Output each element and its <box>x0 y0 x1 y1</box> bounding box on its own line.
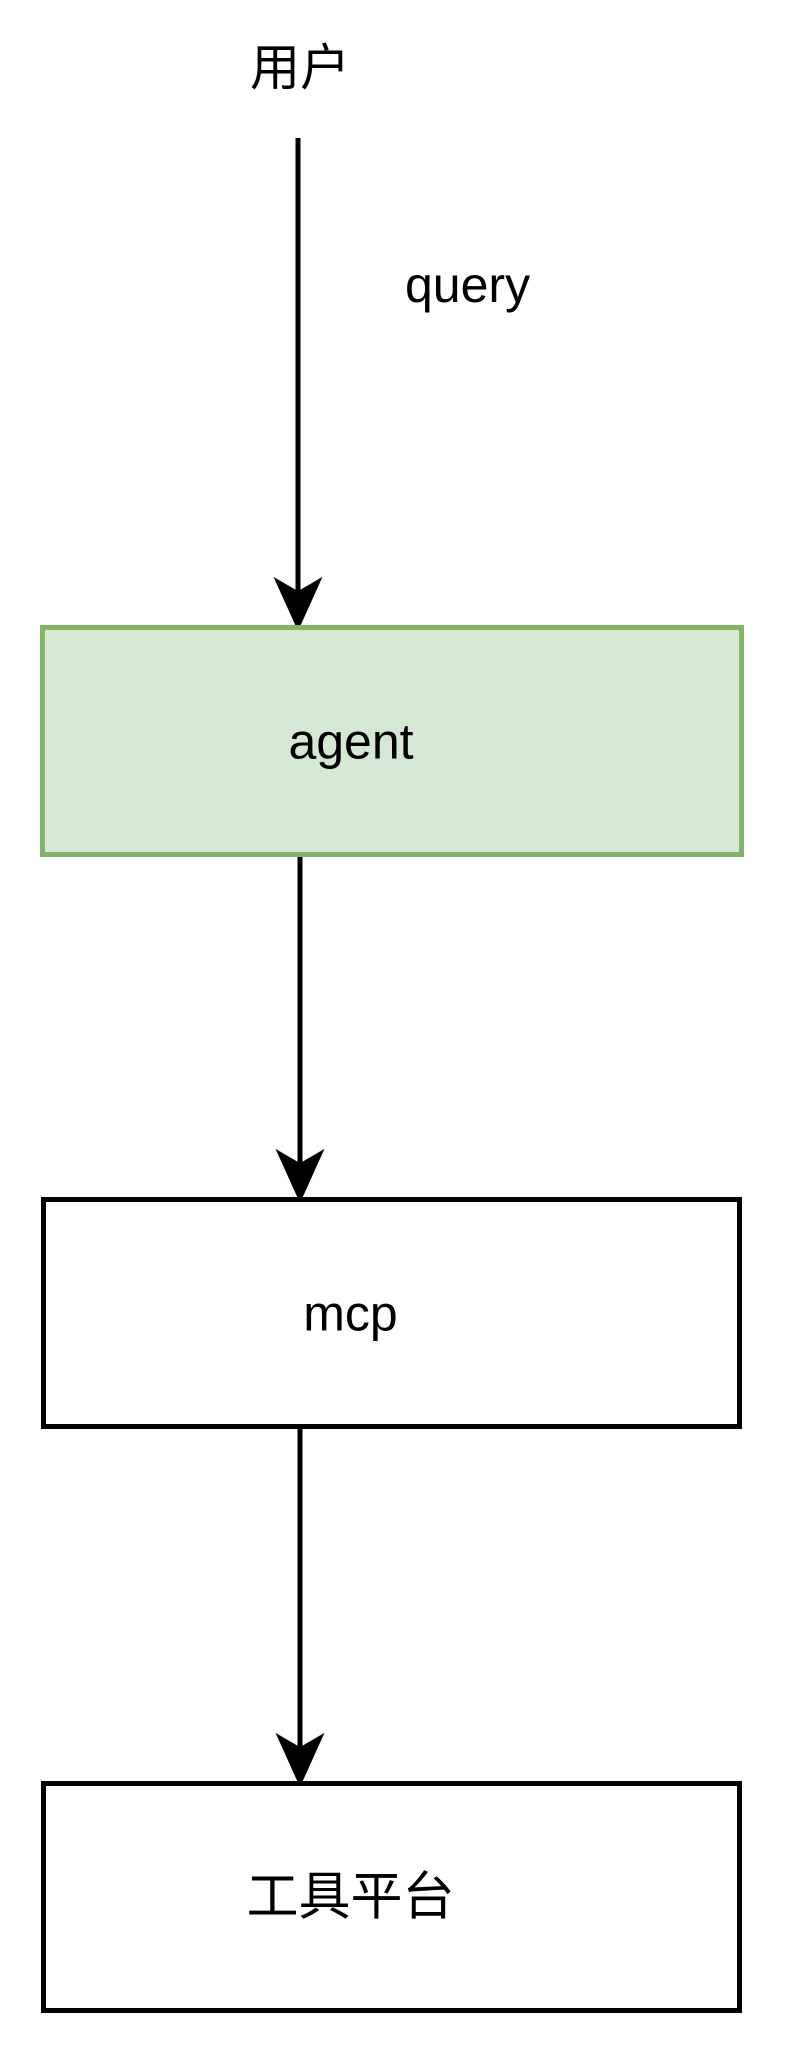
node-shape-tool-platform <box>41 1781 742 2013</box>
edge-agent-to-mcp[interactable] <box>275 857 325 1204</box>
arrowhead-user-to-agent <box>273 576 323 632</box>
arrowhead-agent-to-mcp <box>275 1148 325 1204</box>
node-label-mcp: mcp <box>303 1286 397 1342</box>
node-label-user: 用户 <box>250 40 350 96</box>
node-shape-mcp <box>41 1197 742 1429</box>
node-label-agent: agent <box>288 714 413 770</box>
edge-label-query: query <box>405 257 530 313</box>
node-label-tool-platform: 工具平台 <box>246 1869 454 1927</box>
node-tool-platform[interactable]: 工具平台 <box>41 1781 742 2013</box>
node-agent[interactable]: agent <box>40 625 744 857</box>
edge-mcp-to-tool-platform[interactable] <box>275 1429 325 1788</box>
node-mcp[interactable]: mcp <box>41 1197 742 1429</box>
arrowhead-mcp-to-tool-platform <box>275 1732 325 1788</box>
node-shape-agent <box>40 625 744 857</box>
edge-user-to-agent[interactable]: query <box>273 138 530 632</box>
